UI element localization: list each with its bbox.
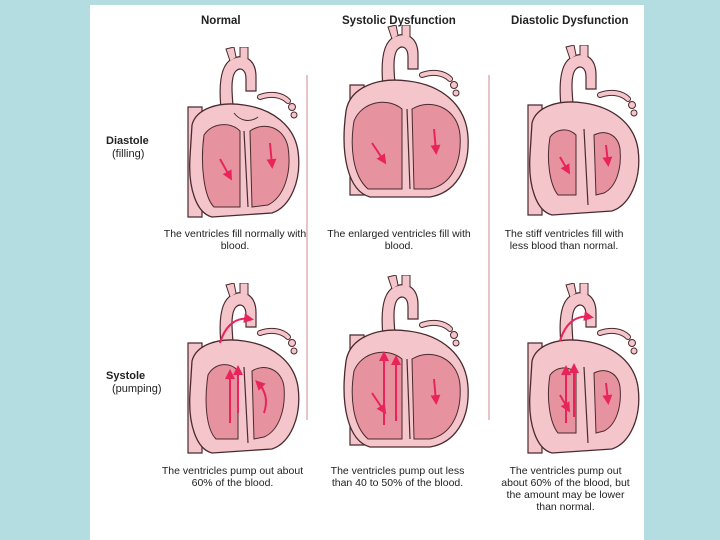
row-label-diastole-sub: (filling) — [112, 148, 145, 160]
header-diastolic-dysfunction: Diastolic Dysfunction — [511, 15, 629, 27]
caption-systole-diastolic: The ventricles pump out about 60% of the… — [501, 465, 630, 513]
stiff-heart-illustration — [500, 283, 650, 458]
header-systolic-dysfunction: Systolic Dysfunction — [342, 15, 456, 27]
stiff-heart-illustration — [500, 45, 650, 220]
enlarged-heart-illustration — [322, 275, 472, 450]
caption-diastole-diastolic: The stiff ventricles fill with less bloo… — [504, 228, 624, 252]
column-divider — [488, 75, 490, 420]
column-divider — [306, 75, 308, 420]
row-label-systole-sub: (pumping) — [112, 383, 162, 395]
caption-diastole-normal: The ventricles fill normally with blood. — [163, 228, 307, 252]
row-label-systole: Systole (pumping) — [106, 370, 162, 396]
figure-panel: Normal Systolic Dysfunction Diastolic Dy… — [90, 5, 644, 540]
row-label-diastole-title: Diastole — [106, 135, 149, 147]
caption-diastole-systolic: The enlarged ventricles fill with blood. — [327, 228, 471, 252]
caption-systole-systolic: The ventricles pump out less than 40 to … — [330, 465, 465, 489]
heart-illustration — [160, 283, 310, 458]
row-label-systole-title: Systole — [106, 370, 146, 382]
heart-illustration — [160, 47, 310, 222]
header-normal: Normal — [201, 15, 241, 27]
enlarged-heart-illustration — [322, 25, 472, 200]
caption-systole-normal: The ventricles pump out about 60% of the… — [161, 465, 304, 489]
row-label-diastole: Diastole (filling) — [106, 135, 149, 161]
